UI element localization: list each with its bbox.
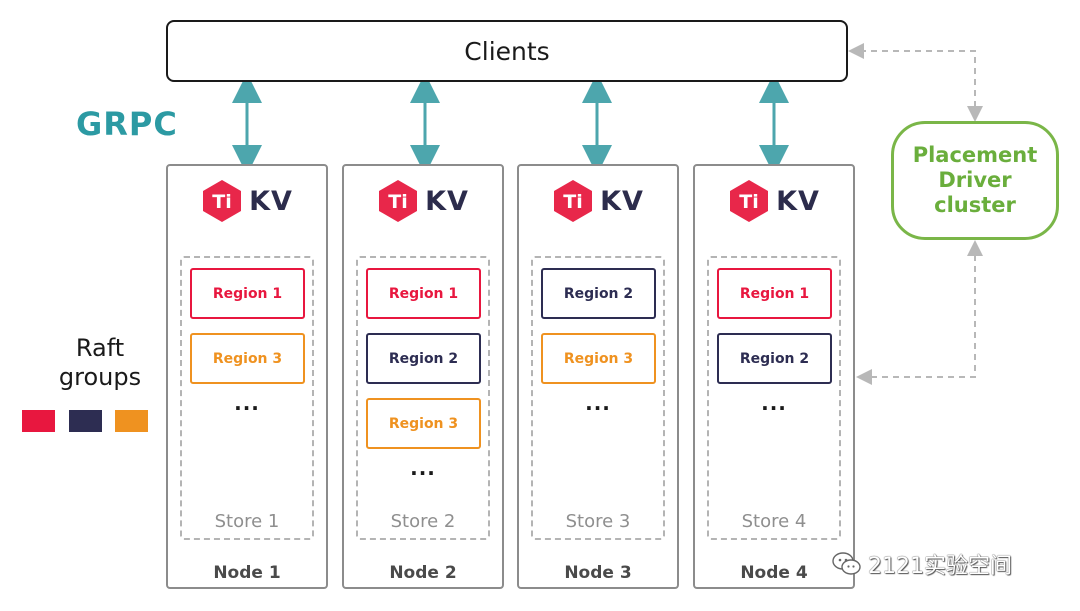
region-label: Region 1 <box>212 285 283 302</box>
raft-groups-title: Raft groups <box>40 334 160 392</box>
raft-title-line-2: groups <box>58 363 142 391</box>
region-box-orange: Region 3 <box>190 333 305 384</box>
node-label: Node 4 <box>740 563 808 583</box>
tikv-logo-text: KV <box>776 185 820 217</box>
region-label: Region 3 <box>212 350 283 367</box>
watermark: 2121实验空间 <box>832 550 1012 579</box>
region-box-orange: Region 3 <box>366 398 481 449</box>
tikv-node-3: Ti KV Region 2 Region 3... Store 3 Node 3 <box>517 164 679 589</box>
clients-label: Clients <box>464 36 550 66</box>
tikv-mark-text: Ti <box>388 191 407 213</box>
node-label: Node 3 <box>564 563 632 583</box>
region-box-orange: Region 3 <box>541 333 656 384</box>
region-label: Region 3 <box>388 415 459 432</box>
tikv-node-2: Ti KV Region 1 Region 2 Region 3... Store 2 No… <box>342 164 504 589</box>
pd-line-1: Placement <box>912 143 1038 167</box>
store-3: Region 2 Region 3... Store 3 <box>531 256 665 540</box>
region-box-navy: Region 2 <box>366 333 481 384</box>
tikv-mark-icon: Ti <box>379 180 418 222</box>
region-box-navy: Region 2 <box>717 333 832 384</box>
store-1: Region 1 Region 3... Store 1 <box>180 256 314 540</box>
region-label: Region 2 <box>563 285 634 302</box>
region-label: Region 2 <box>739 350 810 367</box>
tikv-logo-text: KV <box>249 185 293 217</box>
store-label: Store 4 <box>741 511 807 532</box>
tikv-logo-text: KV <box>600 185 644 217</box>
tikv-mark-icon: Ti <box>554 180 593 222</box>
tikv-logo: Ti KV <box>519 179 677 223</box>
pd-to-clients-connector <box>848 43 983 122</box>
region-label: Region 1 <box>739 285 810 302</box>
tikv-logo: Ti KV <box>344 179 502 223</box>
tikv-logo: Ti KV <box>168 179 326 223</box>
store-label: Store 3 <box>565 511 631 532</box>
tikv-node-1: Ti KV Region 1 Region 3... Store 1 Node 1 <box>166 164 328 589</box>
tikv-mark-text: Ti <box>212 191 231 213</box>
store-2: Region 1 Region 2 Region 3... Store 2 <box>356 256 490 540</box>
region-box-navy: Region 2 <box>541 268 656 319</box>
pd-to-nodes-connector <box>856 240 983 385</box>
more-regions-ellipsis: ... <box>234 391 260 415</box>
region-box-red: Region 1 <box>190 268 305 319</box>
placement-driver-cluster: Placement Driver cluster <box>891 121 1059 240</box>
store-label: Store 1 <box>214 511 280 532</box>
store-label: Store 2 <box>390 511 456 532</box>
raft-title-line-1: Raft <box>75 334 125 362</box>
clients-box: Clients <box>166 20 848 82</box>
pd-connectors <box>848 43 983 385</box>
region-label: Region 2 <box>388 350 459 367</box>
node-label: Node 1 <box>213 563 281 583</box>
region-box-red: Region 1 <box>717 268 832 319</box>
pd-line-3: cluster <box>934 193 1016 217</box>
grpc-label: GRPC <box>76 105 178 143</box>
tikv-logo-text: KV <box>425 185 469 217</box>
region-label: Region 3 <box>563 350 634 367</box>
tikv-mark-text: Ti <box>739 191 758 213</box>
tikv-mark-icon: Ti <box>203 180 242 222</box>
watermark-text: 2121实验空间 <box>868 554 1012 579</box>
tikv-mark-icon: Ti <box>730 180 769 222</box>
legend-swatch-orange <box>115 410 148 432</box>
node-label: Node 2 <box>389 563 457 583</box>
region-label: Region 1 <box>388 285 459 302</box>
more-regions-ellipsis: ... <box>585 391 611 415</box>
region-box-red: Region 1 <box>366 268 481 319</box>
store-4: Region 1 Region 2... Store 4 <box>707 256 841 540</box>
wechat-icon <box>832 552 861 575</box>
pd-line-2: Driver <box>938 168 1012 192</box>
grpc-arrows <box>232 73 789 175</box>
more-regions-ellipsis: ... <box>761 391 787 415</box>
legend-swatch-red <box>22 410 55 432</box>
tikv-logo: Ti KV <box>695 179 853 223</box>
grpc-logo: GRPC <box>76 104 178 144</box>
tikv-node-4: Ti KV Region 1 Region 2... Store 4 Node 4 <box>693 164 855 589</box>
more-regions-ellipsis: ... <box>410 456 436 480</box>
tikv-mark-text: Ti <box>563 191 582 213</box>
legend-swatch-navy <box>69 410 102 432</box>
